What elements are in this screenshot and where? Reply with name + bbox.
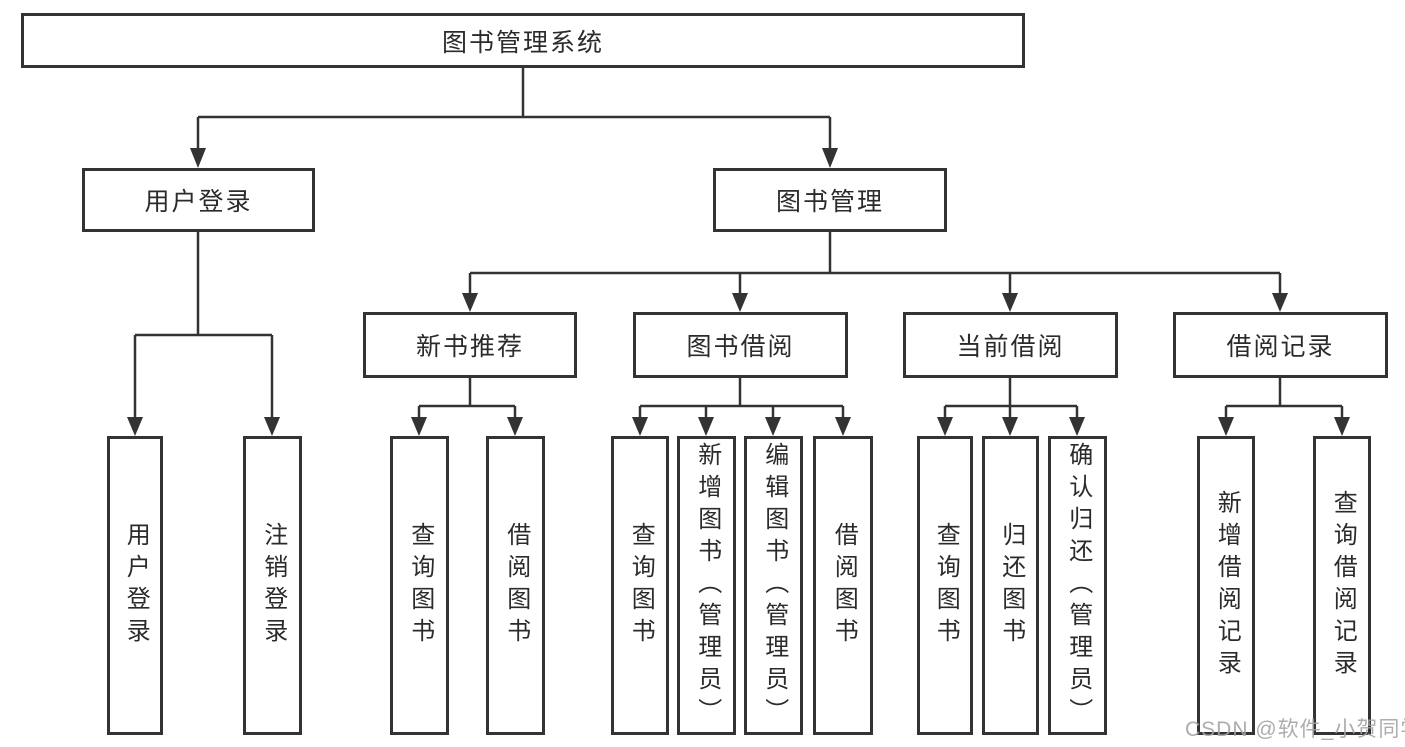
leaf-query-books: 查询图书 — [390, 436, 449, 735]
leaf-query-borrow-record: 查询借阅记录 — [1313, 436, 1371, 735]
leaf-query-books: 查询图书 — [917, 436, 973, 735]
leaf-query-books-label: 查询图书 — [406, 521, 434, 650]
node-root-system: 图书管理系统 — [21, 13, 1025, 68]
node-root-label: 图书管理系统 — [441, 28, 604, 57]
leaf-add-books-admin-label: 新增图书（管理员） — [693, 441, 721, 730]
leaf-edit-books-admin-label: 编辑图书（管理员） — [760, 441, 788, 730]
leaf-query-books-label: 查询图书 — [932, 521, 960, 650]
node-user-login-label: 用户登录 — [144, 188, 253, 216]
node-book-borrowing: 图书借阅 — [633, 312, 848, 378]
leaf-confirm-return-admin-label: 确认归还（管理员） — [1064, 441, 1092, 730]
node-current-borrowing: 当前借阅 — [903, 312, 1118, 378]
node-new-book-recommendation-label: 新书推荐 — [415, 333, 524, 361]
leaf-return-books-label: 归还图书 — [997, 521, 1025, 650]
leaf-add-books-admin: 新增图书（管理员） — [677, 436, 736, 735]
node-current-borrowing-label: 当前借阅 — [956, 333, 1065, 361]
leaf-edit-books-admin: 编辑图书（管理员） — [744, 436, 803, 735]
leaf-return-books: 归还图书 — [982, 436, 1039, 735]
node-user-login: 用户登录 — [82, 168, 315, 232]
node-book-management: 图书管理 — [713, 168, 947, 232]
node-borrowing-records: 借阅记录 — [1173, 312, 1388, 378]
leaf-borrow-books: 借阅图书 — [813, 436, 873, 735]
leaf-logout: 注销登录 — [243, 436, 302, 735]
leaf-borrow-books-label: 借阅图书 — [830, 521, 858, 650]
leaf-borrow-books: 借阅图书 — [486, 436, 545, 735]
node-borrowing-records-label: 借阅记录 — [1226, 333, 1335, 361]
node-book-borrowing-label: 图书借阅 — [686, 333, 795, 361]
leaf-query-borrow-record-label: 查询借阅记录 — [1329, 489, 1357, 682]
leaf-logout-label: 注销登录 — [259, 521, 287, 650]
leaf-borrow-books-label: 借阅图书 — [502, 521, 530, 650]
csdn-watermark: CSDN @软件_小贺同学 — [1185, 718, 1405, 741]
leaf-add-borrow-record: 新增借阅记录 — [1197, 436, 1255, 735]
leaf-user-login: 用户登录 — [107, 436, 163, 735]
leaf-user-login-label: 用户登录 — [122, 521, 150, 650]
leaf-add-borrow-record-label: 新增借阅记录 — [1213, 489, 1241, 682]
leaf-confirm-return-admin: 确认归还（管理员） — [1048, 436, 1107, 735]
leaf-query-books-label: 查询图书 — [627, 521, 655, 650]
node-new-book-recommendation: 新书推荐 — [363, 312, 577, 378]
node-book-management-label: 图书管理 — [775, 188, 884, 216]
leaf-query-books: 查询图书 — [611, 436, 669, 735]
